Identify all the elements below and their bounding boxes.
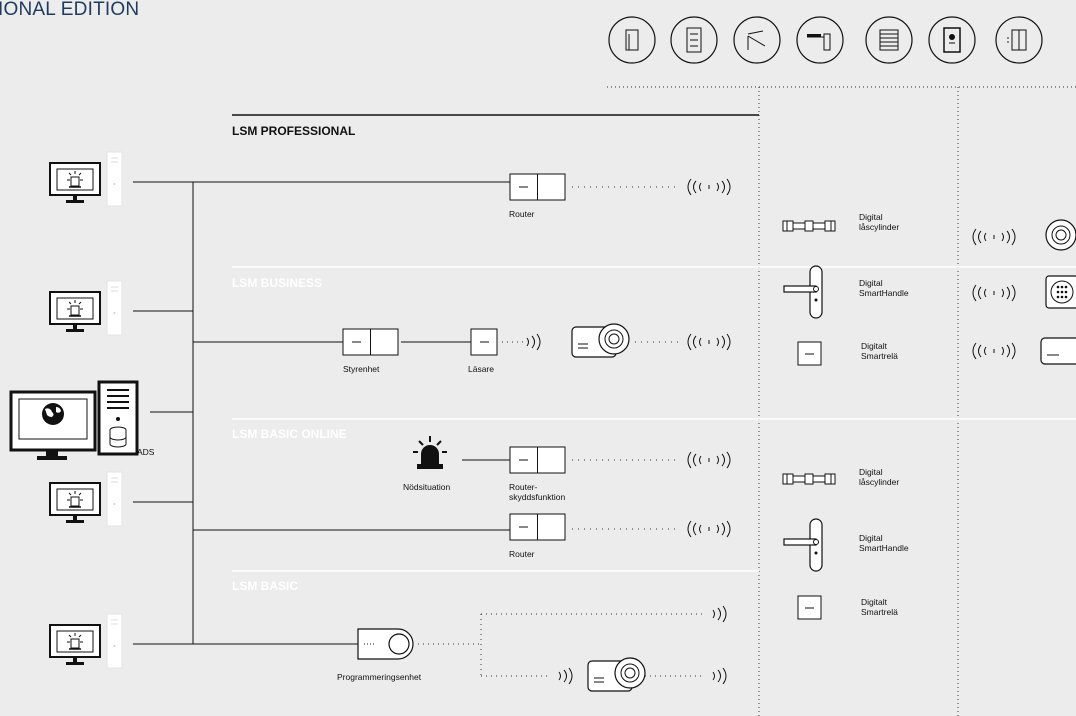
wireless-icon xyxy=(687,520,731,538)
section-label-professional: LSM PROFESSIONAL xyxy=(232,124,356,138)
siren-icon xyxy=(413,436,447,469)
relay-icon xyxy=(797,341,822,366)
wireless-short-icon xyxy=(526,333,541,351)
section-label-basic: LSM BASIC xyxy=(232,579,298,593)
wireless-short-icon xyxy=(558,667,573,685)
ads-label: ADS xyxy=(137,447,155,457)
wireless-short-icon xyxy=(712,605,727,623)
door-icon xyxy=(608,16,656,64)
workstation-4 xyxy=(49,613,123,669)
handle-icon xyxy=(783,265,823,319)
page-title: IONAL EDITION xyxy=(0,0,140,20)
wall-reader-icon xyxy=(1040,337,1076,365)
wireless-icon xyxy=(687,451,731,469)
router-2 xyxy=(509,513,566,541)
wireless-icon xyxy=(687,333,731,351)
router-label: Router xyxy=(509,209,535,219)
router-skydd xyxy=(509,446,566,474)
handle-icon xyxy=(783,518,823,572)
workstation-2 xyxy=(49,280,123,336)
card-reader-icon xyxy=(587,657,646,692)
card-reader-icon xyxy=(571,323,630,358)
relay-label: Digitalt Smartrelä xyxy=(861,341,898,361)
handle-label-2: Digital SmartHandle xyxy=(859,533,909,553)
wireless-short-icon xyxy=(712,667,727,685)
programming-device-label: Programmeringsenhet xyxy=(337,672,422,682)
door-type-icons xyxy=(608,16,1043,64)
router-1 xyxy=(509,173,566,201)
lasare-box xyxy=(470,328,498,356)
hazard-door-icon xyxy=(928,16,976,64)
wireless-icon xyxy=(972,342,1016,360)
nodsituation-label: Nödsituation xyxy=(403,482,451,492)
ads-workstation xyxy=(9,380,139,460)
wireless-icon xyxy=(972,228,1016,246)
cylinder-label: Digital låscylinder xyxy=(859,212,900,232)
network-lines xyxy=(133,181,510,645)
relay-icon xyxy=(797,595,822,620)
programming-device xyxy=(357,628,414,660)
router-label-2: Router xyxy=(509,549,535,559)
shutter-icon xyxy=(865,16,913,64)
cylinder-label-2: Digital låscylinder xyxy=(859,467,900,487)
barrier-icon xyxy=(733,16,781,64)
gate-icon xyxy=(796,16,844,64)
lasare-label: Läsare xyxy=(468,364,494,374)
knob-cylinder-icon xyxy=(1045,219,1076,251)
cylinder-icon xyxy=(782,473,836,485)
styrenhet xyxy=(342,328,399,356)
relay-label-2: Digitalt Smartrelä xyxy=(861,597,898,617)
wireless-icon xyxy=(972,284,1016,302)
elevator-icon xyxy=(995,16,1043,64)
workstation-1 xyxy=(49,151,123,207)
section-label-business: LSM BUSINESS xyxy=(232,276,323,290)
styrenhet-label: Styrenhet xyxy=(343,364,380,374)
keypad-icon xyxy=(1045,275,1076,309)
cylinder-icon xyxy=(782,220,836,232)
section-label-basic-online: LSM BASIC ONLINE xyxy=(232,427,347,441)
handle-label: Digital SmartHandle xyxy=(859,278,909,298)
cabinet-icon xyxy=(670,16,718,64)
router-skydd-label: Router- skyddsfunktion xyxy=(509,482,566,502)
workstation-3 xyxy=(49,471,123,527)
dotted-links-basic xyxy=(418,613,705,677)
wireless-icon xyxy=(687,178,731,196)
